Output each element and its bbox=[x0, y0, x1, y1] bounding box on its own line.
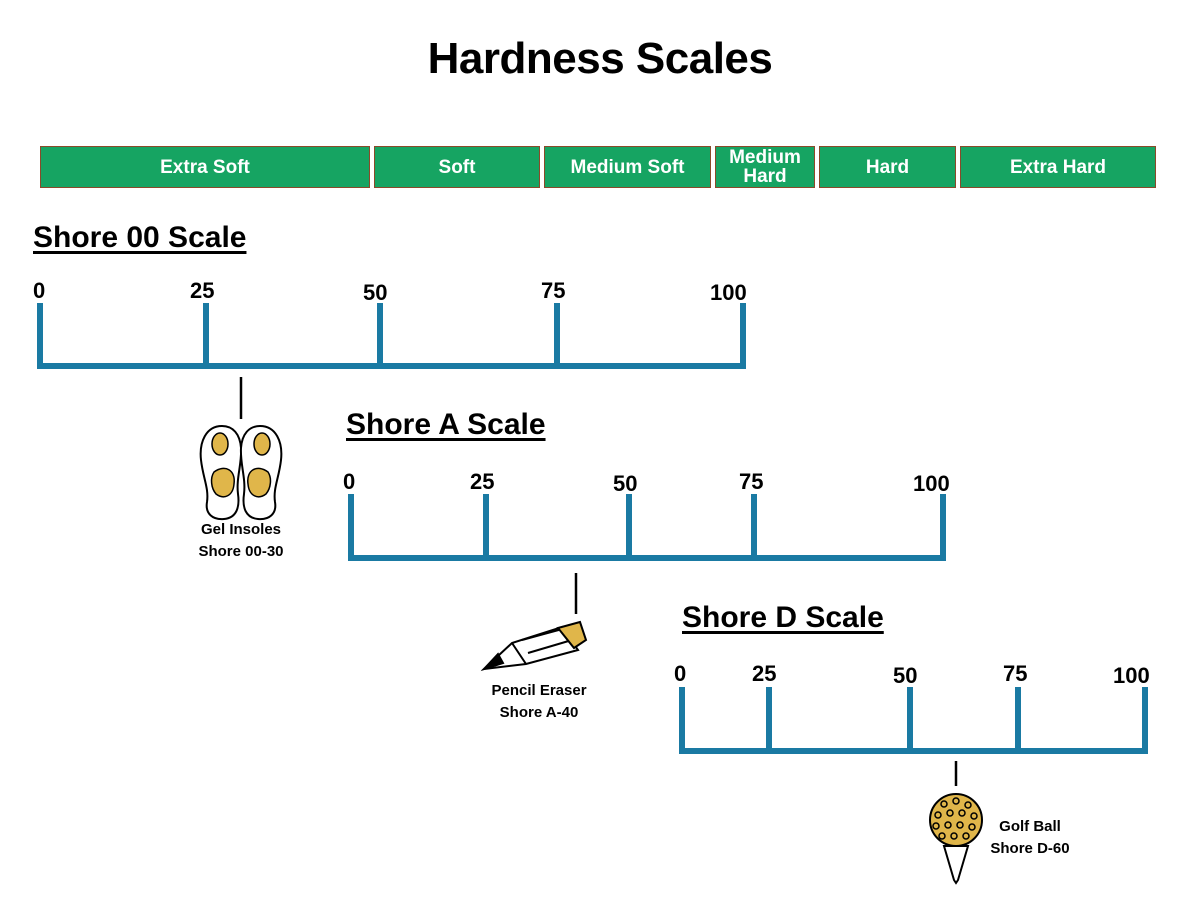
shore-d-ruler bbox=[679, 687, 1148, 754]
insoles-rating: Shore 00-30 bbox=[198, 543, 284, 560]
shore-a-tick-100: 100 bbox=[913, 471, 950, 496]
shore-d-tick-0: 0 bbox=[674, 661, 687, 686]
pencil-icon bbox=[480, 620, 588, 672]
band-medium-soft: Medium Soft bbox=[544, 146, 711, 188]
shore-d-tick-50: 50 bbox=[893, 663, 918, 688]
band-extra-hard: Extra Hard bbox=[960, 146, 1156, 188]
shore-00-ruler bbox=[37, 303, 746, 369]
insoles-icon bbox=[199, 424, 283, 521]
shore-d-title: Shore D Scale bbox=[682, 601, 884, 634]
shore-00-tick-0: 0 bbox=[33, 278, 46, 303]
shore-a-tick-0: 0 bbox=[343, 469, 356, 494]
shore-a-tick-25: 25 bbox=[470, 469, 495, 494]
shore-00-tick-75: 75 bbox=[541, 278, 566, 303]
eraser-rating: Shore A-40 bbox=[499, 704, 579, 721]
band-hard: Hard bbox=[819, 146, 956, 188]
band-extra-soft: Extra Soft bbox=[40, 146, 370, 188]
golf-ball-rating: Shore D-60 bbox=[990, 840, 1070, 857]
page-title: Hardness Scales bbox=[427, 34, 773, 83]
golf-ball-name: Golf Ball bbox=[999, 818, 1061, 835]
shore-a-tick-75: 75 bbox=[739, 469, 764, 494]
shore-d-tick-75: 75 bbox=[1003, 661, 1028, 686]
shore-d-tick-100: 100 bbox=[1113, 663, 1150, 688]
band-soft: Soft bbox=[374, 146, 540, 188]
insoles-name: Gel Insoles bbox=[200, 521, 282, 538]
eraser-name: Pencil Eraser bbox=[491, 682, 587, 699]
shore-00-title: Shore 00 Scale bbox=[33, 221, 247, 254]
band-medium-hard: Medium Hard bbox=[715, 146, 815, 188]
shore-d-tick-25: 25 bbox=[752, 661, 777, 686]
golf-ball-icon bbox=[929, 793, 983, 885]
shore-a-title: Shore A Scale bbox=[346, 408, 546, 441]
shore-a-ruler bbox=[348, 494, 946, 561]
shore-a-tick-50: 50 bbox=[613, 471, 638, 496]
golf-ball-caption: Golf Ball Shore D-60 bbox=[972, 816, 1088, 860]
shore-00-tick-50: 50 bbox=[363, 280, 388, 305]
shore-00-tick-25: 25 bbox=[190, 278, 215, 303]
shore-00-tick-100: 100 bbox=[710, 280, 747, 305]
eraser-caption: Pencil Eraser Shore A-40 bbox=[469, 680, 609, 724]
insoles-caption: Gel Insoles Shore 00-30 bbox=[171, 519, 311, 563]
